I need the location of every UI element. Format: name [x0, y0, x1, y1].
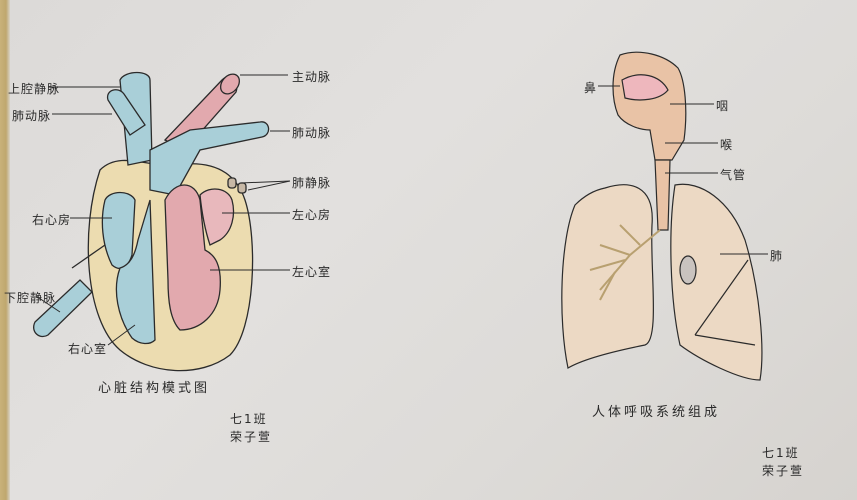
label-right-atrium: 右心房 [32, 213, 72, 227]
label-pulmonary-vein: 肺静脉 [292, 176, 332, 190]
nasal-cavity [621, 74, 669, 101]
respiratory-diagram-title: 人体呼吸系统组成 [592, 405, 721, 420]
heart-diagram-title: 心脏结构模式图 [98, 381, 211, 396]
inferior-vena-cava [33, 279, 93, 338]
respiratory-signature-class: 七1班 [762, 446, 800, 460]
pulmonary-artery-left-branch [106, 89, 146, 136]
pulmonary-artery [149, 121, 270, 196]
label-pulmonary-artery-right: 肺动脉 [292, 126, 332, 140]
label-left-ventricle: 左心室 [292, 265, 332, 279]
label-trachea: 气管 [720, 168, 747, 182]
label-larynx: 喉 [720, 138, 734, 152]
bronchial-tree [589, 224, 661, 301]
heart-signature-class: 七1班 [230, 412, 268, 426]
heart-signature: 七1班 荣子萱 [230, 410, 272, 446]
label-superior-vena-cava: 上腔静脉 [8, 82, 61, 96]
head-airway [612, 51, 687, 161]
respiratory-signature-name: 荣子萱 [762, 464, 805, 478]
label-inferior-vena-cava: 下腔静脉 [4, 291, 57, 305]
label-aorta: 主动脉 [292, 70, 332, 84]
heart-diagram [33, 71, 291, 372]
trachea [654, 159, 671, 231]
respiratory-signature: 七1班 荣子萱 [762, 444, 804, 480]
respiratory-diagram [561, 51, 768, 381]
label-left-atrium: 左心房 [292, 208, 332, 222]
label-lung: 肺 [770, 249, 784, 263]
label-pharynx: 咽 [716, 99, 730, 113]
label-right-ventricle: 右心室 [68, 342, 108, 356]
label-nose: 鼻 [584, 81, 598, 95]
notebook-binding-edge [0, 0, 10, 500]
left-lung [670, 183, 763, 381]
label-pulmonary-artery-left: 肺动脉 [12, 109, 52, 123]
right-ventricle [115, 199, 156, 345]
left-ventricle [164, 184, 221, 331]
heart-signature-name: 荣子萱 [230, 430, 273, 444]
right-lung [561, 184, 655, 369]
left-atrium [199, 188, 235, 246]
